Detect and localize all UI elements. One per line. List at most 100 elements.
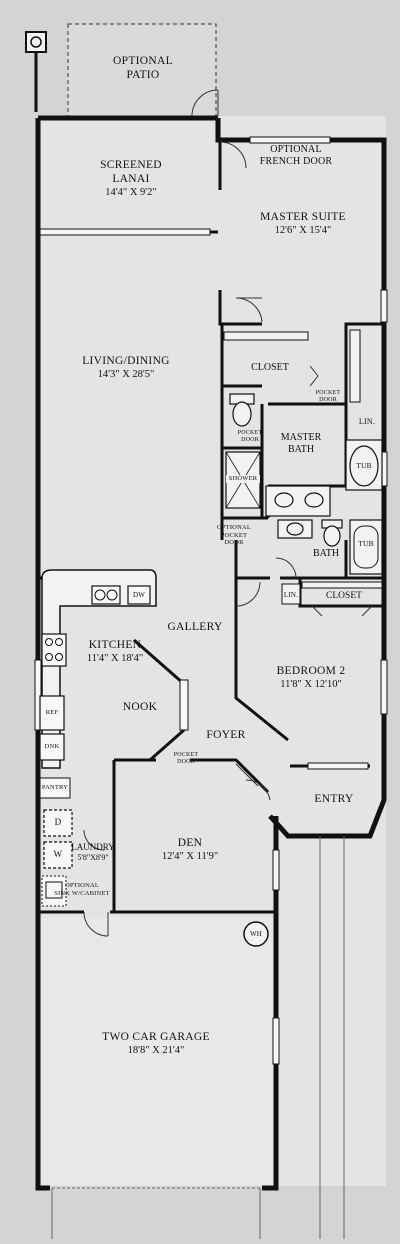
desk-nook [39,733,65,761]
optional-french-door-label: OPTIONAL FRENCH DOOR [256,144,336,168]
kitchen-dims: 11'4" X 18'4" [86,653,144,664]
water-heater-label: WH [249,930,263,938]
linen-bath-label: LIN. [283,591,299,599]
pocket-door-1-line1: POCKET [315,390,341,396]
kitchen-label: KITCHEN 11'4" X 18'4" [70,638,160,666]
kitchen-sink [91,585,121,605]
garage-dims: 18'8" X 21'4" [127,1045,185,1056]
nook-label: NOOK [122,701,158,713]
foyer-label: FOYER [206,729,246,741]
pantry-label: PANTRY [41,784,69,791]
sink-bowl-1 [94,589,106,601]
laundry-label: LAUNDRY 5'8"X8'9" [68,842,118,863]
pocket-door-label-2: POCKET DOOR [232,430,268,444]
pocket-door-den-label: POCKET DOOR [164,752,208,766]
lanai-name: SCREENED [100,159,162,171]
lanai-name-line2: LANAI [112,173,150,185]
shower-label: SHOWER [226,475,260,483]
dryer [43,809,73,837]
water-heater [243,921,269,947]
bath-sink [286,522,304,536]
dryer-label: D [54,817,62,827]
ref-label: REF [45,709,59,716]
opt-sink-line1: OPTIONAL [64,882,100,889]
bed2-closet-shelf [301,581,383,589]
master-suite-label: MASTER SUITE 12'6" X 15'4" [248,210,358,238]
sink-bowl-2 [106,589,118,601]
living-dining-label: LIVING/DINING 14'3" X 28'5" [66,354,186,382]
burner-2 [55,638,63,646]
french-door-line1: OPTIONAL [270,144,322,155]
pantry [39,777,71,799]
opt-pocket-line2: POCKET [220,531,248,539]
bedroom2-name: BEDROOM 2 [276,665,346,677]
den-dims: 12'4" X 11'9" [161,851,219,862]
pocket-door-den-line2: DOOR [177,759,195,765]
bath-toilet-bowl [323,525,341,547]
den-name: DEN [177,837,203,849]
meter-dial [30,36,42,48]
washer-label: W [53,849,63,859]
master-bath-name: MASTER [280,432,322,443]
optional-sink-bowl [45,881,63,899]
burner-1 [45,638,53,646]
sink-master-1 [274,492,294,508]
optional-patio-label: OPTIONAL PATIO [98,54,188,82]
meter-box [25,31,47,53]
master-suite-name: MASTER SUITE [260,211,346,223]
windows [34,136,388,1065]
kitchen-name: KITCHEN [88,639,142,651]
garage-name: TWO CAR GARAGE [102,1031,210,1043]
tub-master-label: TUB [356,461,372,470]
master-vanity [265,485,331,517]
pocket-door-1-line2: DOOR [319,397,337,403]
washer [43,841,73,869]
garage-floor [36,918,276,1186]
opt-pocket-line3: DOOR [224,539,244,546]
burner-4 [55,653,63,661]
toilet-bowl-master [232,401,252,427]
refrigerator [39,695,65,731]
pocket-door-den-line1: POCKET [173,752,199,758]
garage-label: TWO CAR GARAGE 18'8" X 21'4" [86,1030,226,1058]
dw-label: DW [132,591,146,599]
optional-pocket-door-label: OPTIONAL POCKET DOOR [212,524,256,547]
living-dining-dims: 14'3" X 28'5" [97,369,155,380]
opt-pocket-line1: OPTIONAL [216,524,252,531]
master-suite-dims: 12'6" X 15'4" [274,225,332,236]
tub-master-basin [349,445,379,487]
screened-lanai-label: SCREENED LANAI 14'4" X 9'2" [76,158,186,200]
living-dining-name: LIVING/DINING [82,355,170,367]
lanai-dims: 14'4" X 9'2" [105,187,157,198]
opt-sink-line2: SINK W/CABINET [54,889,110,897]
tub-master [345,439,383,491]
bath-vanity [277,519,313,539]
master-closet-label: CLOSET [251,362,289,373]
pocket-door-2-line2: DOOR [241,437,259,443]
tub-bath [349,519,383,575]
master-bath-name-line2: BATH [287,444,315,455]
pocket-door-2-line1: POCKET [237,430,263,436]
master-closet-shelf [223,331,309,341]
linen-bath [281,583,301,605]
range [41,633,67,667]
optional-sink-label: OPTIONAL SINK W/CABINET [52,882,112,897]
bedroom2-dims: 11'8" X 12'10" [280,679,342,690]
gallery-label: GALLERY [167,621,223,633]
dnk-label: DNK [44,743,60,750]
bath-label: BATH [312,548,340,559]
door-swings [83,89,373,937]
dishwasher [127,585,151,605]
laundry-dims: 5'8"X8'9" [77,853,109,862]
exterior-walls [35,115,387,1191]
bedroom2-label: BEDROOM 2 11'8" X 12'10" [256,664,366,692]
french-door-line2: FRENCH DOOR [259,156,333,167]
den-label: DEN 12'4" X 11'9" [130,836,250,864]
laundry-name: LAUNDRY [71,842,115,852]
master-closet-shelf-right [349,329,361,403]
pocket-door-label-1: POCKET DOOR [308,390,348,404]
linen-master-label: LIN. [358,417,376,426]
entry-label: ENTRY [314,793,354,805]
